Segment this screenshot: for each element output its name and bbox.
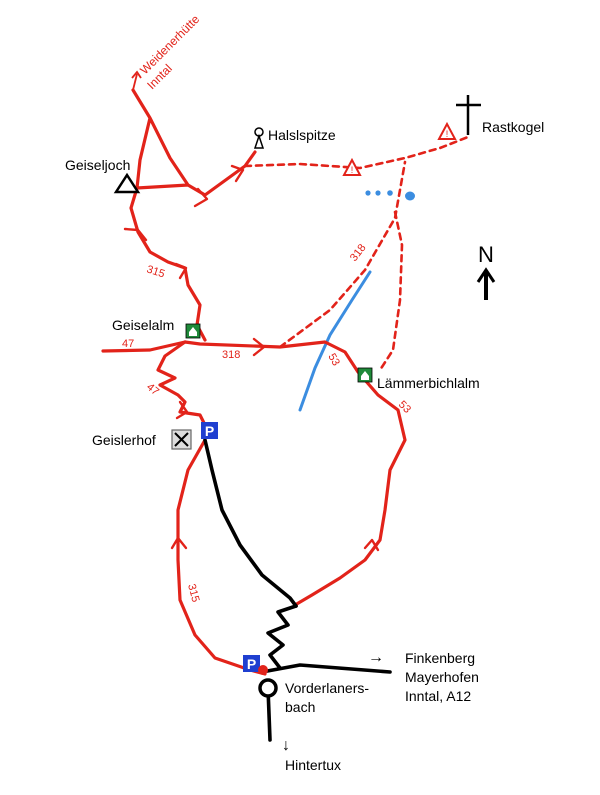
label-laemmerbichlalm: Lämmerbichlalm xyxy=(377,375,480,391)
trail-number-318-diag: 318 xyxy=(348,242,369,264)
label-vorderlanersbach-2: bach xyxy=(285,699,315,715)
label-geiselalm: Geiselalm xyxy=(112,317,174,333)
label-geislerhof: Geislerhof xyxy=(92,432,156,448)
halslspitze-summit-icon xyxy=(253,127,265,149)
lake-dots xyxy=(365,190,415,201)
trail-number-315-lower: 315 xyxy=(185,583,201,604)
warning-icon: ! xyxy=(437,121,457,140)
hut-icon xyxy=(357,367,373,383)
trail-arrows xyxy=(123,164,380,552)
trail-number-47-left: 47 xyxy=(122,338,134,350)
trail-number-318-mid: 318 xyxy=(222,349,240,361)
arrow-to-weidenerhuette-icon xyxy=(131,70,142,91)
restaurant-icon xyxy=(171,429,192,450)
compass-north-label: N xyxy=(478,242,494,267)
road-serpentine xyxy=(266,604,298,670)
trail-number-315-upper: 315 xyxy=(145,263,166,280)
start-point-icon xyxy=(258,665,268,675)
trail-number-53-upper: 53 xyxy=(325,352,342,369)
parking-icon: P xyxy=(201,422,218,439)
stream-line xyxy=(298,270,372,412)
hut-icon xyxy=(185,323,201,339)
warning-icon: ! xyxy=(342,157,362,176)
direction-down-arrow: ↓ xyxy=(282,737,290,754)
label-finkenberg: Finkenberg xyxy=(405,650,475,666)
geiseljoch-pass-icon xyxy=(113,172,141,194)
road-to-geislerhof xyxy=(203,438,298,608)
trail-315-lower xyxy=(176,438,267,676)
label-inntal-a12: Inntal, A12 xyxy=(405,688,471,704)
dashed-trail-summit xyxy=(243,135,470,170)
trail-number-47-lower: 47 xyxy=(144,381,161,398)
svg-text:P: P xyxy=(205,423,214,439)
roundabout-icon xyxy=(258,678,278,698)
dashed-trail-318-diag xyxy=(278,160,407,349)
north-arrow-icon xyxy=(476,267,496,300)
trail-47-descent xyxy=(156,340,207,427)
svg-text:!: ! xyxy=(351,165,354,175)
rastkogel-cross-icon xyxy=(456,95,481,135)
trail-network-north xyxy=(129,88,257,342)
main-road xyxy=(260,663,392,742)
label-mayerhofen: Mayerhofen xyxy=(405,669,479,685)
label-hintertux: Hintertux xyxy=(285,757,341,773)
trail-47-318 xyxy=(101,340,407,607)
label-halslspitze: Halslspitze xyxy=(268,127,336,143)
label-rastkogel: Rastkogel xyxy=(482,119,544,135)
label-geiseljoch: Geiseljoch xyxy=(65,157,130,173)
svg-text:P: P xyxy=(247,656,256,672)
parking-icon: P xyxy=(243,655,260,672)
label-vorderlanersbach: Vorderlaners- xyxy=(285,680,369,696)
direction-right-arrow: → xyxy=(368,649,384,666)
svg-text:!: ! xyxy=(446,129,449,139)
dashed-trail-53-east xyxy=(378,210,404,372)
